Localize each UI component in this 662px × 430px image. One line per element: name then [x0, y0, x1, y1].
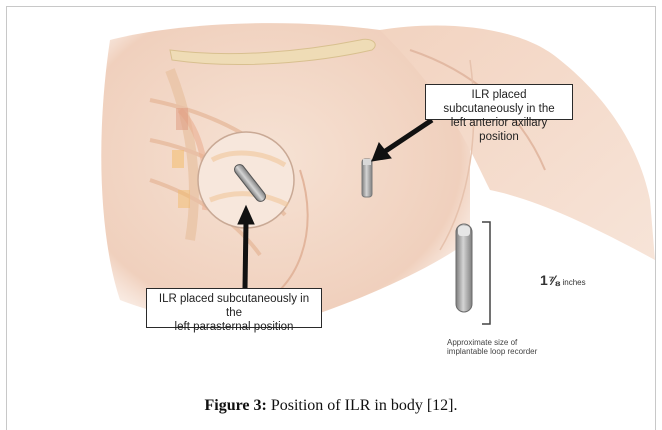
device-size-label: 1⅞inches	[540, 272, 586, 288]
device-size-unit: inches	[562, 278, 585, 287]
callout-axillary-line2: left anterior axillary position	[432, 116, 566, 144]
callout-parasternal: ILR placed subcutaneously in the left pa…	[146, 288, 322, 328]
device-size-caption: Approximate size of implantable loop rec…	[447, 338, 577, 356]
callout-axillary-line1: ILR placed subcutaneously in the	[432, 88, 566, 116]
device-size-caption-line1: Approximate size of	[447, 338, 577, 347]
size-bracket	[482, 222, 490, 324]
ilr-device-axillary	[362, 159, 372, 197]
figure-caption-text: Position of ILR in body [12].	[267, 397, 458, 414]
figure-caption-label: Figure 3:	[204, 397, 266, 414]
callout-parasternal-line2: left parasternal position	[153, 320, 315, 334]
callout-axillary: ILR placed subcutaneously in the left an…	[425, 84, 573, 120]
callout-parasternal-line1: ILR placed subcutaneously in the	[153, 292, 315, 320]
figure-caption: Figure 3: Position of ILR in body [12].	[0, 397, 662, 415]
ilr-device-size-reference	[456, 224, 472, 312]
device-size-value: 1⅞	[540, 272, 559, 288]
device-size-caption-line2: implantable loop recorder	[447, 347, 577, 356]
